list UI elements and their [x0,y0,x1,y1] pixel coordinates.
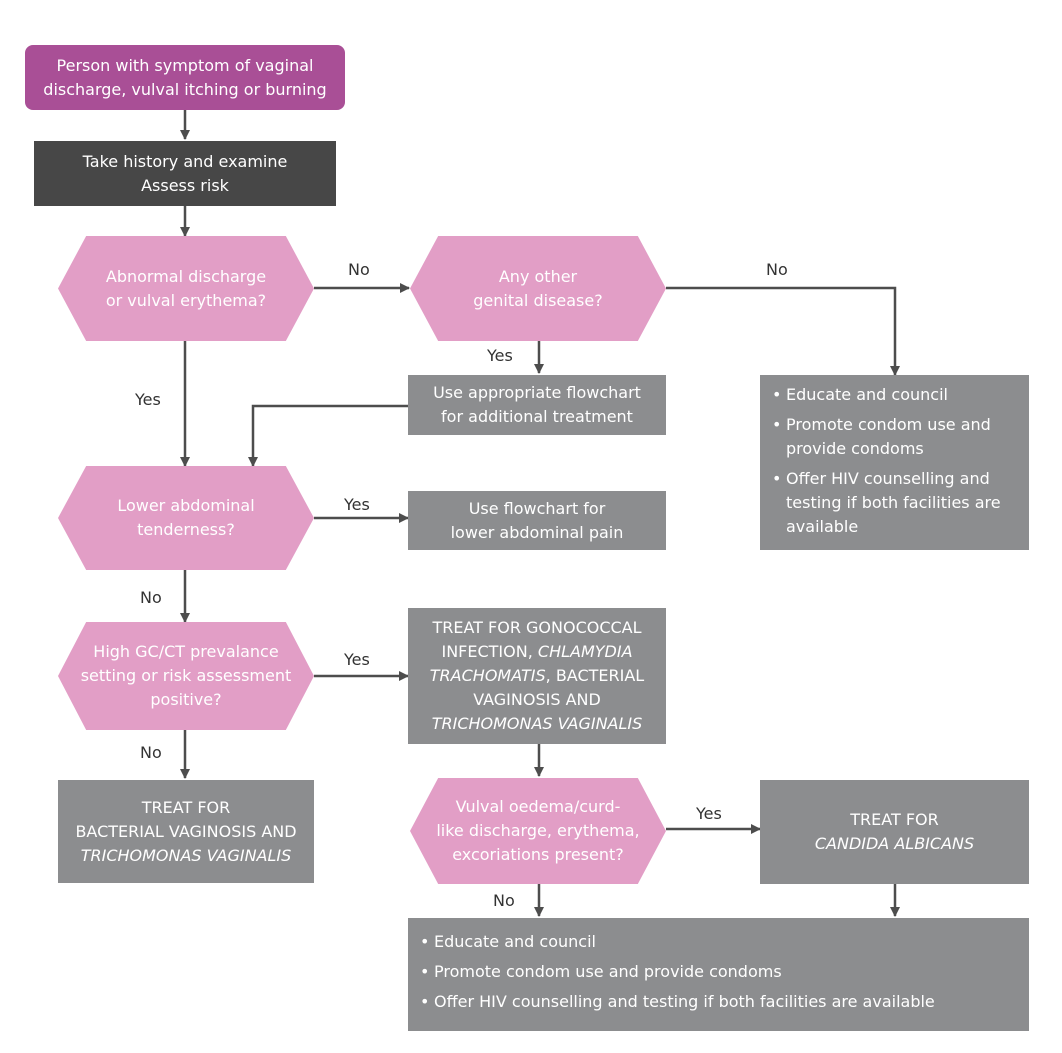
use-lower-abdominal-flowchart-node: Use flowchart for lower abdominal pain [408,491,666,550]
educate-right-item-1: • Educate and council [772,383,948,407]
high-line-2: setting or risk assessment [80,666,292,685]
use-appropriate-line-1: Use appropriate flowchart [433,383,641,402]
educate-right-item-1-line-1: Educate and council [786,385,948,404]
educate-bottom-item-2-text: Promote condom use and provide condoms [434,962,782,981]
use-lower-line-2: lower abdominal pain [450,522,624,542]
treat-gonococcal-node: TREAT FOR GONOCOCCAL INFECTION, CHLAMYDI… [408,608,666,744]
use-lower-line-1: Use flowchart for [468,498,606,518]
label-no-abnormal: No [348,260,370,279]
label-no-other: No [766,260,788,279]
gono-line-2: INFECTION, CHLAMYDIA [441,640,632,664]
educate-bottom-item-2: • Promote condom use and provide condoms [420,960,782,984]
label-no-lower: No [140,588,162,607]
decision-other-genital-disease: Any other genital disease? [410,236,666,341]
gono-line-3b: , BACTERIAL [545,666,645,685]
gono-line-5: TRICHOMONAS VAGINALIS [431,714,643,733]
educate-bottom-node: • Educate and council • Promote condom u… [408,918,1029,1031]
abnormal-line-1: Abnormal discharge [105,266,267,286]
treat-bacterial-vaginosis-node: TREAT FOR BACTERIAL VAGINOSIS AND TRICHO… [58,780,314,883]
gono-line-3a: TRACHOMATIS [429,666,546,685]
bullet-icon: • [772,385,782,404]
abnormal-line-2: or vulval erythema? [105,290,267,310]
educate-right-item-2-line-2: provide condoms [786,439,924,458]
label-yes-high: Yes [344,650,370,669]
label-no-vulval: No [493,891,515,910]
decision-vulval-oedema: Vulval oedema/curd- like discharge, eryt… [410,778,666,884]
history-node: Take history and examine Assess risk [34,141,336,206]
gono-line-4: VAGINOSIS AND [473,690,601,709]
decision-lower-abdominal-tenderness: Lower abdominal tenderness? [58,466,314,570]
use-appropriate-line-2: for additional treatment [441,407,633,426]
educate-bottom-item-3-text: Offer HIV counselling and testing if bot… [434,992,935,1011]
label-no-high: No [140,743,162,762]
start-line-1: Person with symptom of vaginal [56,55,314,75]
gono-line-2b: CHLAMYDIA [537,642,633,661]
arrow-use-appropriate-to-lower [248,404,408,467]
start-node: Person with symptom of vaginal discharge… [25,45,345,110]
gono-line-3: TRACHOMATIS, BACTERIAL [430,664,644,688]
bullet-icon: • [420,932,430,951]
gono-line-2a: INFECTION, [441,642,538,661]
vulval-line-3: excoriations present? [452,845,624,864]
label-yes-vulval: Yes [696,804,722,823]
educate-right-item-3-line-1: Offer HIV counselling and [786,469,990,488]
high-line-3: positive? [150,690,222,709]
educate-right-item-2-text: Promote condom use and provide condoms [786,413,991,461]
educate-right-item-3-line-2: testing if both facilities are [786,493,1001,512]
educate-right-item-3-line-3: available [786,517,859,536]
label-yes-abnormal: Yes [135,390,161,409]
treat-candida-node: TREAT FOR CANDIDA ALBICANS [760,780,1029,884]
bv-line-1: TREAT FOR [141,797,231,817]
bullet-icon: • [420,992,430,1011]
educate-right-item-1-text: Educate and council [786,383,948,407]
educate-bottom-item-1-text: Educate and council [434,932,596,951]
candida-line-2: CANDIDA ALBICANS [814,834,975,853]
bullet-icon: • [772,469,782,488]
high-line-1: High GC/CT prevalance [93,642,279,661]
history-line-2: Assess risk [141,175,229,195]
history-line-1: Take history and examine [82,151,288,171]
educate-right-item-3-text: Offer HIV counselling and testing if bot… [786,467,1001,539]
educate-bottom-item-1: • Educate and council [420,930,596,954]
educate-right-item-2-line-1: Promote condom use and [786,415,991,434]
educate-bottom-item-3: • Offer HIV counselling and testing if b… [420,990,935,1014]
bv-line-3: TRICHOMONAS VAGINALIS [80,845,292,865]
lower-line-2: tenderness? [137,520,235,539]
bullet-icon: • [420,962,430,981]
label-yes-lower: Yes [344,495,370,514]
lower-line-1: Lower abdominal [117,496,255,515]
other-line-2: genital disease? [473,290,603,310]
bullet-icon: • [772,415,782,434]
vulval-line-2: like discharge, erythema, [436,821,640,840]
educate-right-node: • Educate and council • Promote condom u… [760,375,1029,550]
use-appropriate-flowchart-node: Use appropriate flowchart for additional… [408,375,666,435]
candida-line-1: TREAT FOR [850,810,939,829]
arrow-other-to-educate-right [666,286,900,376]
start-line-2: discharge, vulval itching or burning [43,79,327,99]
decision-abnormal-discharge: Abnormal discharge or vulval erythema? [58,236,314,341]
educate-right-item-3: • Offer HIV counselling and testing if b… [772,467,1001,539]
vulval-line-1: Vulval oedema/curd- [455,797,621,816]
other-line-1: Any other [498,266,578,286]
label-yes-other: Yes [487,346,513,365]
educate-right-item-2: • Promote condom use and provide condoms [772,413,991,461]
bv-line-2: BACTERIAL VAGINOSIS AND [75,821,297,841]
decision-high-gc-ct-prevalance: High GC/CT prevalance setting or risk as… [58,622,314,730]
gono-line-1: TREAT FOR GONOCOCCAL [432,618,642,637]
